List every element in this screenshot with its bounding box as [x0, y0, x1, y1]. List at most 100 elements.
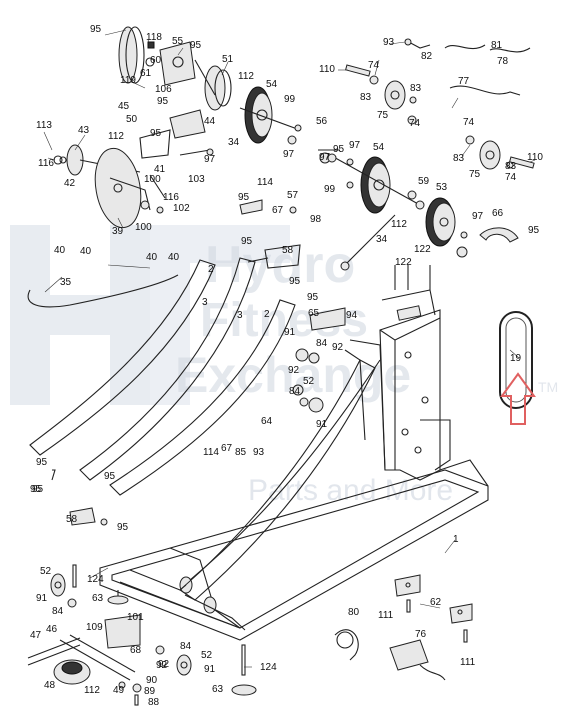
lower-left-assembly	[27, 469, 257, 706]
part-label-46: 46	[46, 624, 58, 635]
watermark-tm: TM	[538, 379, 558, 395]
part-label-40: 40	[80, 246, 92, 257]
part-label-94: 94	[346, 310, 358, 321]
part-label-62: 62	[430, 597, 442, 608]
part-label-60: 60	[150, 55, 162, 66]
top-left-assembly	[53, 26, 340, 229]
part-label-80: 80	[348, 607, 360, 618]
part-label-67: 67	[221, 443, 233, 454]
part-label-106: 106	[155, 84, 172, 95]
part-label-118: 118	[146, 32, 162, 43]
part-label-92: 92	[288, 365, 300, 376]
part-label-52: 52	[201, 650, 213, 661]
part-label-44: 44	[204, 116, 216, 127]
part-label-95: 95	[104, 471, 116, 482]
part-label-119: 119	[120, 75, 136, 86]
part-label-58: 58	[282, 245, 294, 256]
part-label-65: 65	[308, 308, 320, 319]
part-label-97: 97	[283, 149, 295, 160]
part-label-84: 84	[52, 606, 64, 617]
part-label-49: 49	[113, 685, 125, 696]
part-label-47: 47	[30, 630, 42, 641]
part-label-111: 111	[378, 610, 394, 621]
part-label-124: 124	[87, 574, 104, 585]
part-label-88: 88	[148, 697, 160, 708]
part-label-57: 57	[287, 190, 299, 201]
part-label-95: 95	[32, 484, 44, 495]
part-label-59: 59	[418, 176, 430, 187]
part-label-100: 100	[144, 174, 161, 185]
part-label-78: 78	[497, 56, 509, 67]
part-label-84: 84	[316, 338, 328, 349]
part-label-114: 114	[203, 447, 219, 458]
part-label-19: 19	[510, 353, 522, 364]
part-label-48: 48	[44, 680, 56, 691]
part-label-112: 112	[238, 71, 254, 82]
part-label-58: 58	[66, 514, 78, 525]
top-right-assembly	[239, 38, 535, 413]
part-label-66: 66	[492, 208, 504, 219]
part-label-110: 110	[527, 152, 543, 163]
part-label-92: 92	[156, 660, 168, 671]
part-label-91: 91	[316, 419, 328, 430]
part-label-97: 97	[472, 211, 484, 222]
part-label-52: 52	[40, 566, 52, 577]
part-label-95: 95	[30, 484, 42, 495]
part-label-77: 77	[458, 76, 470, 87]
part-label-95: 95	[157, 96, 169, 107]
part-label-113: 113	[36, 120, 52, 131]
part-label-83: 83	[410, 83, 422, 94]
part-label-95: 95	[238, 192, 250, 203]
part-label-89: 89	[144, 686, 156, 697]
leader-lines	[43, 29, 536, 668]
part-label-95: 95	[117, 522, 129, 533]
watermark: Hydro Fitness Exchange TM Parts and More	[10, 225, 558, 507]
part-label-2: 2	[208, 264, 214, 275]
part-label-92: 92	[158, 659, 170, 670]
curved-rails	[29, 257, 381, 601]
part-label-95: 95	[528, 225, 540, 236]
part-label-95: 95	[36, 457, 48, 468]
part-label-99: 99	[324, 184, 336, 195]
part-label-84: 84	[180, 641, 192, 652]
part-label-35: 35	[60, 277, 72, 288]
part-label-83: 83	[505, 161, 517, 172]
part-label-82: 82	[421, 51, 433, 62]
part-label-91: 91	[204, 664, 216, 675]
lower-right-assembly	[334, 574, 473, 681]
part-label-41: 41	[154, 164, 166, 175]
part-label-39: 39	[112, 226, 124, 237]
part-label-40: 40	[146, 252, 158, 263]
part-label-67: 67	[272, 205, 284, 216]
part-label-92: 92	[332, 342, 344, 353]
part-label-34: 34	[228, 137, 240, 148]
part-label-1: 1	[453, 534, 459, 545]
part-label-84: 84	[289, 386, 301, 397]
part-label-112: 112	[84, 685, 100, 696]
part-label-68: 68	[130, 645, 142, 656]
part-label-93: 93	[253, 447, 265, 458]
part-label-91: 91	[36, 593, 48, 604]
part-label-112: 112	[108, 131, 124, 142]
part-label-83: 83	[453, 153, 465, 164]
part-label-110: 110	[319, 64, 335, 75]
part-label-50: 50	[126, 114, 138, 125]
watermark-line-1: Hydro	[205, 236, 355, 294]
part-label-54: 54	[266, 79, 278, 90]
part-label-122: 122	[414, 244, 431, 255]
part-label-40: 40	[54, 245, 66, 256]
part-label-102: 102	[173, 203, 190, 214]
part-label-75: 75	[377, 110, 389, 121]
part-label-116: 116	[163, 192, 179, 203]
part-label-64: 64	[261, 416, 273, 427]
part-label-95: 95	[289, 276, 301, 287]
part-label-99: 99	[284, 94, 296, 105]
watermark-h-logo	[10, 225, 150, 405]
part-label-53: 53	[436, 182, 448, 193]
part-label-61: 61	[140, 68, 152, 79]
part-label-114: 114	[257, 177, 273, 188]
part-label-90: 90	[146, 675, 158, 686]
part-label-42: 42	[64, 178, 76, 189]
